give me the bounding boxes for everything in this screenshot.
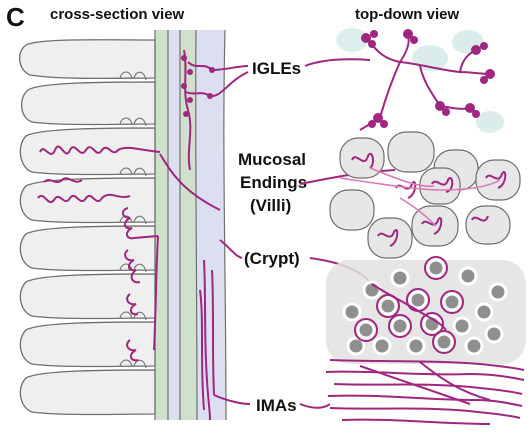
ima-fibers [203, 259, 211, 421]
villus-3 [19, 127, 156, 176]
villus-ending-lower [37, 193, 131, 203]
label-crypt: (Crypt) [244, 249, 300, 268]
label-mucosal-3: (Villi) [250, 196, 291, 215]
villus-2 [21, 81, 156, 126]
label-mucosal-2: Endings [240, 173, 307, 192]
ima-topdown [325, 359, 525, 425]
villus-6 [19, 273, 156, 320]
crypt-notches [119, 71, 147, 369]
villus-5 [19, 225, 156, 272]
teal-glows [336, 28, 504, 133]
panel-letter: C [6, 2, 25, 32]
crypt-fiber [153, 235, 159, 351]
villi-stack [19, 39, 156, 416]
igle-fiber [183, 49, 192, 171]
label-imas: IMAs [256, 396, 297, 415]
villi-connectors [339, 167, 501, 227]
villus-ending-mid [43, 177, 83, 183]
muscle-layers [154, 29, 227, 421]
label-igles: IGLEs [252, 59, 301, 78]
villus-8 [19, 369, 156, 416]
crypt-endings [122, 207, 159, 240]
cross-section-neurons [37, 49, 221, 421]
villus-7 [19, 321, 156, 368]
villus-ending-upper [39, 145, 161, 155]
crypt-cells [342, 258, 508, 356]
villi-topdown [329, 131, 521, 259]
header-top-down: top-down view [355, 6, 459, 23]
igle-nodes [181, 55, 215, 117]
header-cross-section: cross-section view [50, 6, 185, 23]
label-mucosal-1: Mucosal [238, 150, 306, 169]
igle-clusters [361, 29, 495, 128]
crypt-endings-topdown [354, 256, 464, 354]
villus-4 [19, 177, 156, 224]
villus-1 [19, 39, 156, 80]
